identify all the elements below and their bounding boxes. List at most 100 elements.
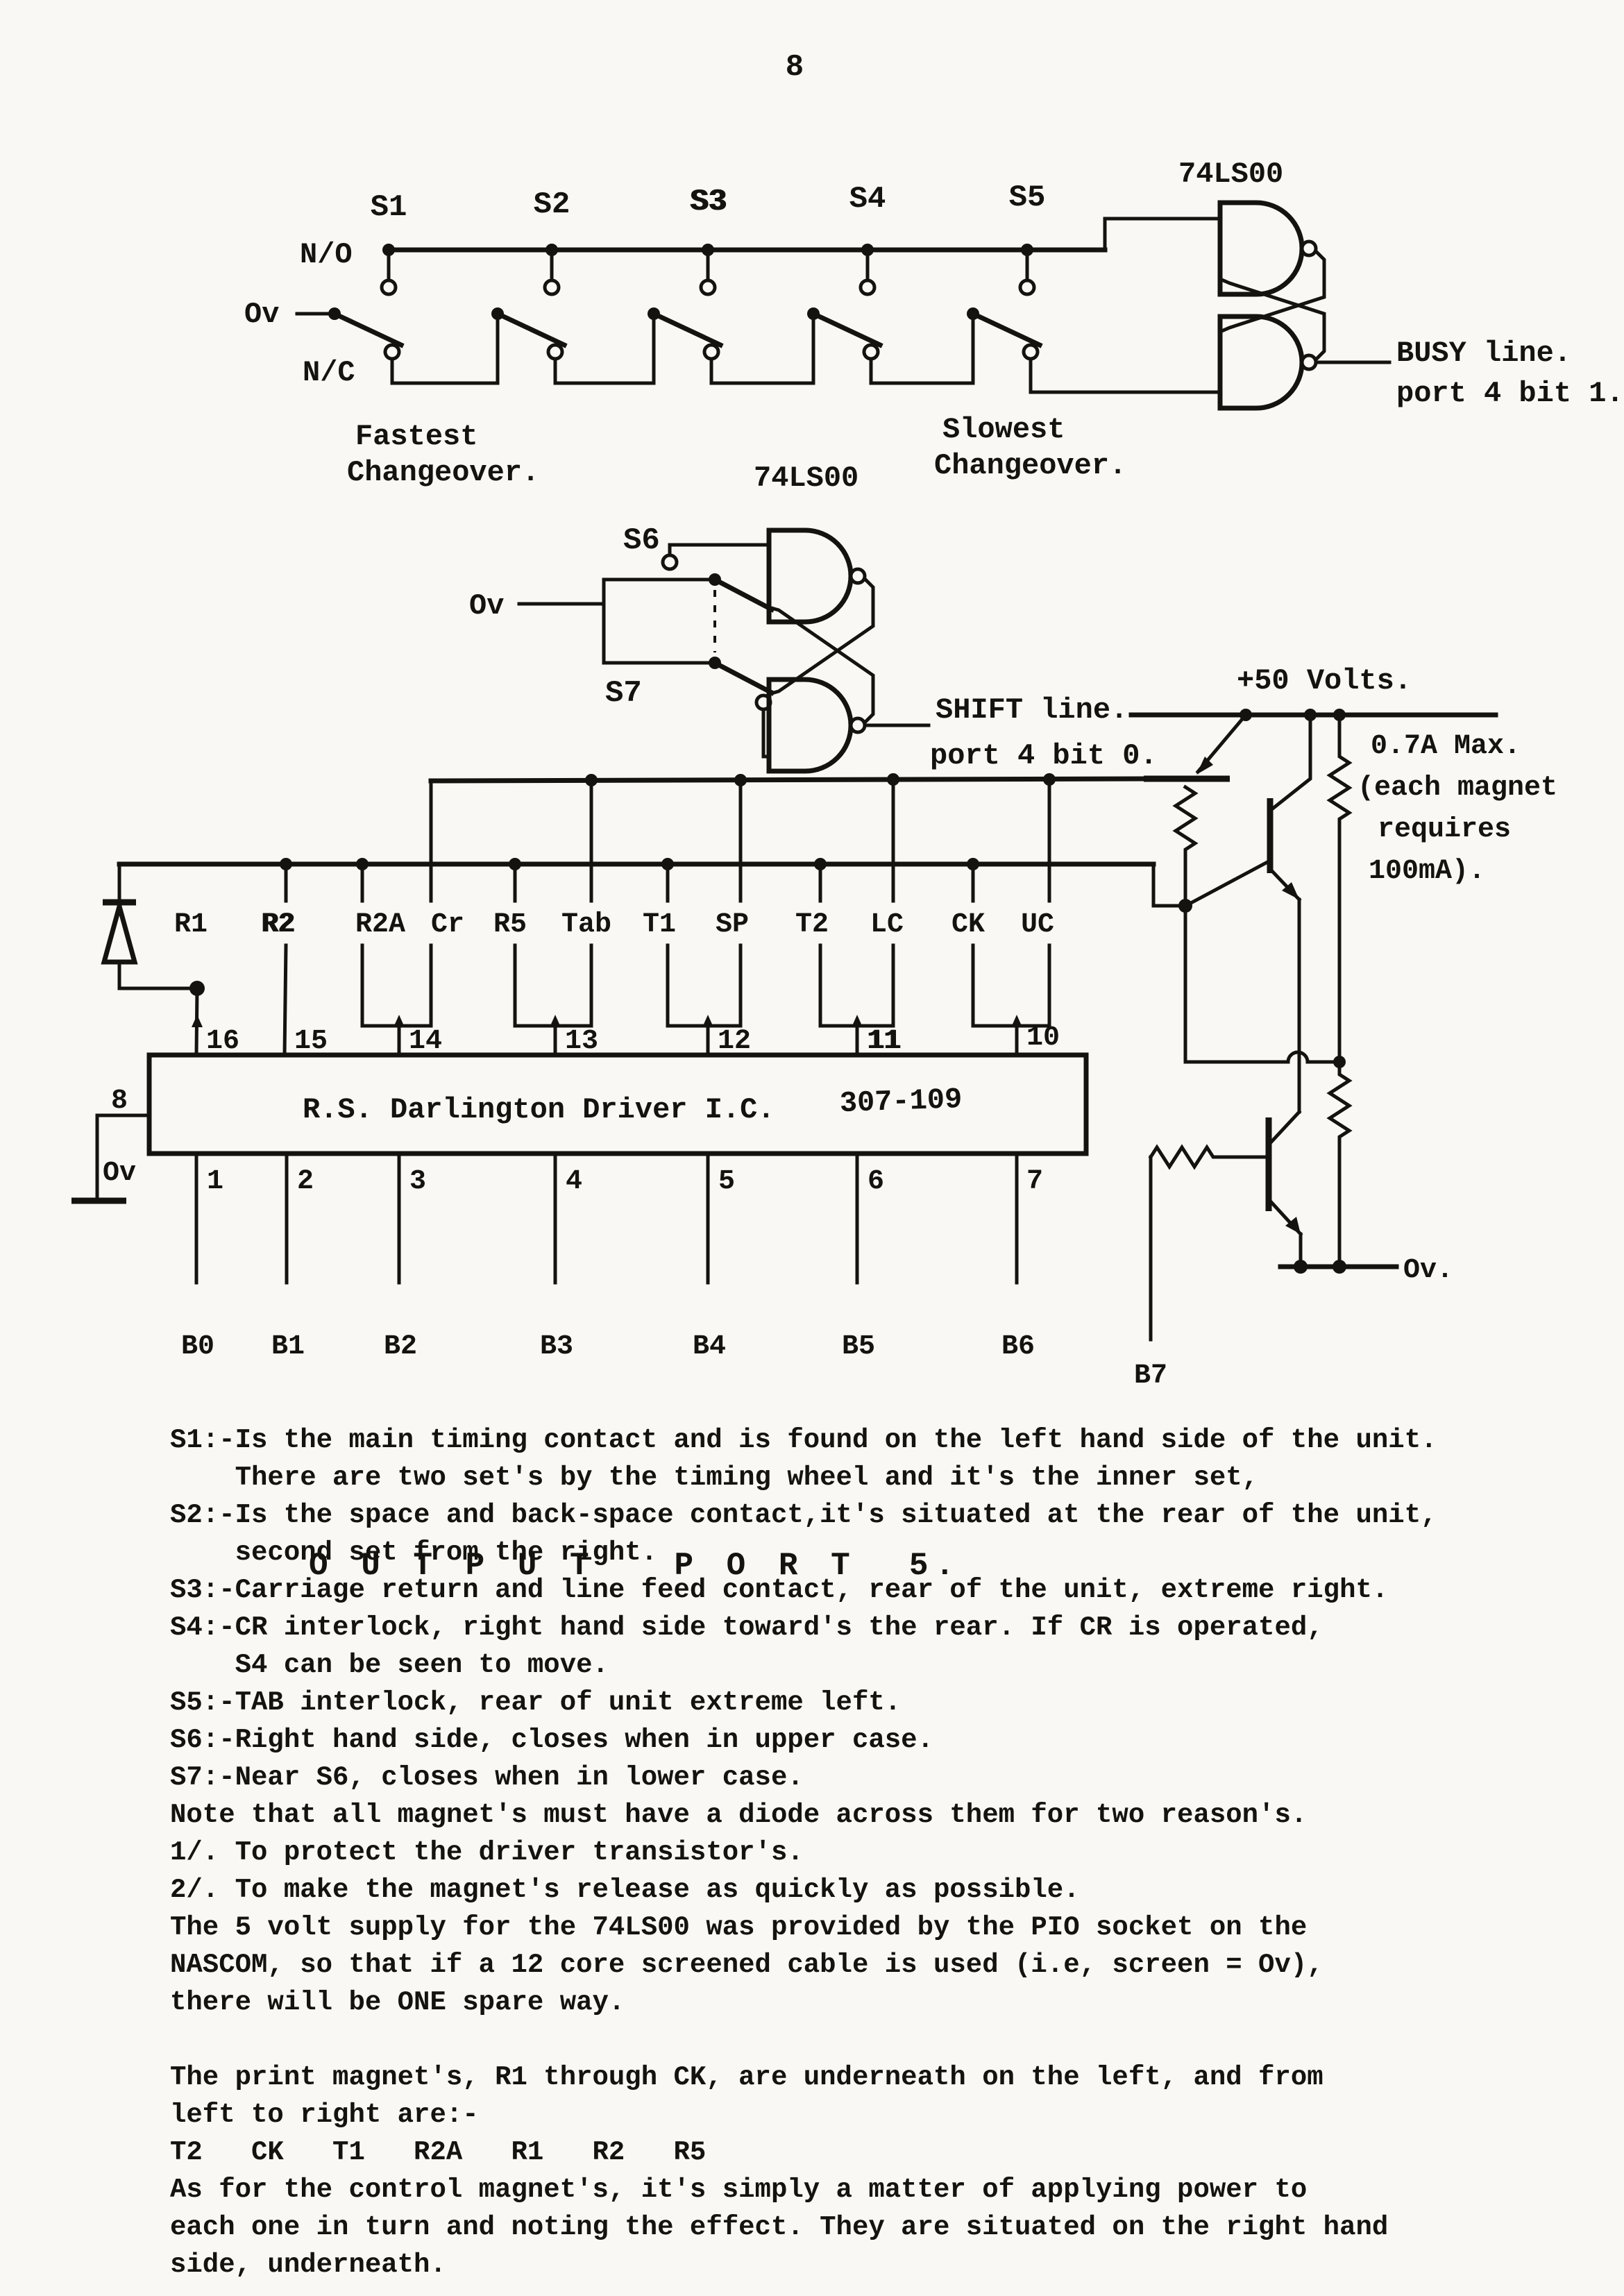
note-line: left to right are:-: [170, 2100, 479, 2130]
current-note-3: requires: [1378, 814, 1511, 845]
ic-name: R.S. Darlington Driver I.C.: [303, 1093, 775, 1126]
pin-label-13: 13: [565, 1026, 598, 1057]
nand-gate-2b: [766, 677, 854, 774]
note-line: 2/. To make the magnet's release as quic…: [170, 1875, 1080, 1905]
ic-ground-wires: [71, 1113, 151, 1204]
darlington-ic-box: R.S. Darlington Driver I.C. 307-109: [146, 1052, 1089, 1156]
shift-latch-section: 74LS00 S6 S7 Ov SHIFT: [469, 462, 1158, 774]
bit-label-b2: B2: [384, 1331, 417, 1362]
note-line: S5:-TAB interlock, rear of unit extreme …: [170, 1687, 901, 1718]
magnet-label-tab: Tab: [561, 909, 611, 940]
note-line: S4:-CR interlock, right hand side toward…: [170, 1612, 1323, 1643]
magnet-label-r2a: R2A: [355, 909, 405, 940]
note-line: S2:-Is the space and back-space contact,…: [170, 1500, 1437, 1530]
note-line: S7:-Near S6, closes when in lower case.: [170, 1762, 804, 1793]
bit-label-b4: B4: [693, 1331, 726, 1362]
bit-label-b1: B1: [271, 1331, 305, 1362]
diode-symbol: [101, 862, 205, 996]
pin-label-6: 6: [868, 1166, 884, 1197]
ov-label-shift: Ov: [469, 589, 504, 623]
nand-gate-2a: [766, 527, 854, 625]
note-line: S4 can be seen to move.: [170, 1650, 609, 1680]
magnet-label-uc: UC: [1021, 909, 1054, 940]
note-line: each one in turn and noting the effect. …: [170, 2212, 1388, 2243]
busy-latch-section: S1 S2 S3 S4 S5 N/O Ov N/C 74LS00: [244, 158, 1624, 489]
nc-label: N/C: [303, 356, 355, 389]
bit-label-b3: B3: [540, 1331, 573, 1362]
note-line: As for the control magnet's, it's simply…: [170, 2175, 1307, 2205]
page-number: 8: [786, 50, 804, 85]
busy-chip-label: 74LS00: [1178, 158, 1283, 191]
note-line: side, underneath.: [170, 2249, 446, 2280]
magnet-label-sp: SP: [716, 909, 749, 940]
magnet-label-r2: R2: [261, 909, 294, 940]
note-line: there will be ONE spare way.: [170, 1987, 625, 2018]
shift-nand-latch: [766, 527, 931, 774]
pin-label-14: 14: [409, 1026, 442, 1057]
magnet-bus-rails: [117, 773, 1186, 908]
switch-label-s2: S2: [534, 187, 570, 222]
output-port-title: O U T P U T P O R T 5.: [309, 1548, 961, 1584]
ov-label-right: Ov.: [1403, 1255, 1453, 1286]
bit-label-b7: B7: [1134, 1360, 1167, 1392]
magnet-label-t1: T1: [643, 909, 676, 940]
pin-label-4: 4: [566, 1166, 582, 1197]
magnet-label-lc: LC: [870, 909, 904, 940]
note-line: T2 CK T1 R2A R1 R2 R5: [170, 2137, 706, 2168]
pin-label-7: 7: [1026, 1166, 1043, 1197]
note-line: The print magnet's, R1 through CK, are u…: [170, 2062, 1323, 2093]
pin-label-11: 11: [867, 1026, 900, 1057]
ic-part-number: 307-109: [839, 1083, 963, 1120]
magnet-label-r1: R1: [174, 909, 208, 940]
note-line: 1/. To protect the driver transistor's.: [170, 1837, 804, 1868]
nand-gate-1b: [1217, 314, 1305, 411]
note-line: S3:-Carriage return and line feed contac…: [170, 1575, 1388, 1605]
shift-switch-wires: [517, 543, 775, 759]
pin-label-5: 5: [718, 1166, 735, 1197]
magnet-label-cr: Cr: [431, 909, 464, 940]
pin-label-2: 2: [297, 1166, 314, 1197]
note-line: S1:-Is the main timing contact and is fo…: [170, 1425, 1437, 1455]
magnet-label-t2: T2: [795, 909, 829, 940]
no-label: N/O: [300, 238, 353, 271]
note-line: NASCOM, so that if a 12 core screened ca…: [170, 1950, 1323, 1980]
driver-section: +50 Volts. 0.7A Max. (each magnet requir…: [71, 664, 1557, 1584]
pin-label-16: 16: [206, 1026, 239, 1057]
pin-label-1: 1: [207, 1166, 223, 1197]
notes-paragraph-2: The print magnet's, R1 through CK, are u…: [170, 2062, 1388, 2280]
driver-transistors: [1144, 712, 1399, 1342]
slowest-caption-2: Changeover.: [934, 449, 1126, 482]
bit-label-b0: B0: [181, 1331, 214, 1362]
nand-gate-1a: [1217, 200, 1305, 297]
fastest-caption-1: Fastest: [355, 420, 477, 453]
busy-nand-latch: [1217, 200, 1392, 411]
pin-label-15: 15: [294, 1026, 328, 1057]
current-note-1: 0.7A Max.: [1371, 731, 1521, 762]
ov-label-ic: Ov: [103, 1158, 136, 1189]
supply-label: +50 Volts.: [1237, 664, 1412, 698]
bit-label-b5: B5: [842, 1331, 875, 1362]
magnet-to-pin-wires: [192, 943, 1051, 1057]
pin-label-10: 10: [1026, 1022, 1060, 1054]
shift-out-line2: port 4 bit 0.: [930, 739, 1158, 773]
note-line: There are two set's by the timing wheel …: [170, 1462, 1258, 1493]
note-line: Note that all magnet's must have a diode…: [170, 1800, 1307, 1830]
note-line: The 5 volt supply for the 74LS00 was pro…: [170, 1912, 1307, 1943]
output-bit-wires: [194, 1151, 1019, 1285]
switch-label-s7: S7: [605, 676, 642, 711]
switch-label-s4: S4: [849, 182, 886, 217]
fastest-caption-2: Changeover.: [347, 456, 539, 489]
shift-out-line1: SHIFT line.: [936, 693, 1128, 727]
pin-label-8: 8: [111, 1086, 128, 1117]
ov-label-top: Ov: [244, 298, 279, 331]
note-line: second set from the right.: [170, 1537, 657, 1568]
switch-label-s3: S3: [690, 185, 727, 219]
slowest-caption-1: Slowest: [942, 413, 1065, 446]
shift-chip-label: 74LS00: [754, 462, 858, 495]
changeover-switches: [295, 248, 1222, 394]
bit-label-b6: B6: [1001, 1331, 1035, 1362]
magnet-label-r5: R5: [493, 909, 527, 940]
busy-out-line1: BUSY line.: [1396, 337, 1571, 370]
